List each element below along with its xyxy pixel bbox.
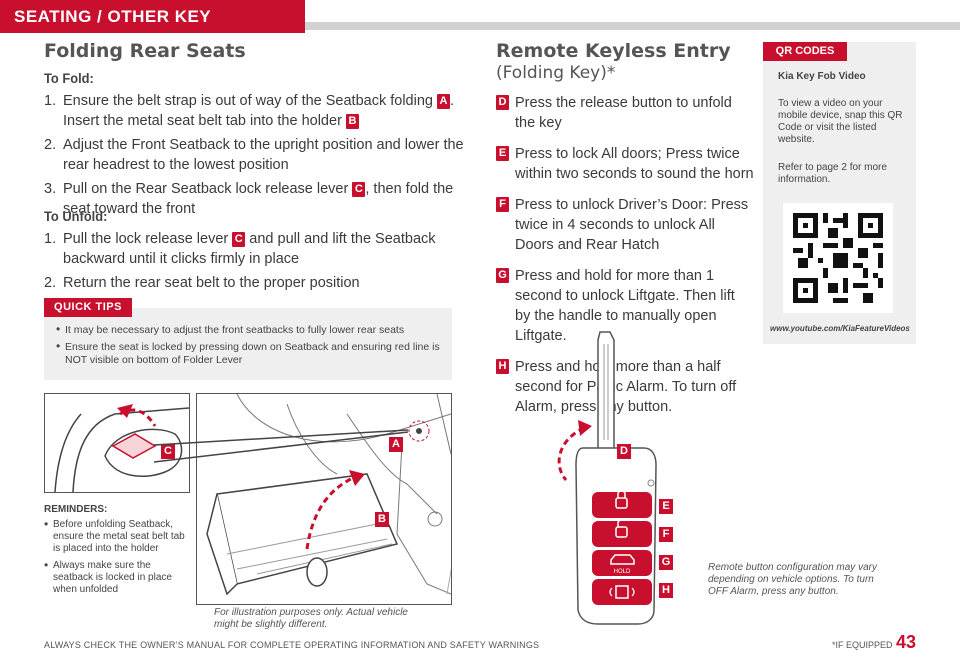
quick-tip-item: It may be necessary to adjust the front …	[56, 323, 441, 337]
key-function-item: E Press to lock All doors; Press twice w…	[496, 144, 754, 184]
section-header: SEATING / OTHER KEY FEATURES	[0, 0, 305, 59]
header-rule	[305, 22, 960, 30]
unfold-step-1: 1. Pull the lock release lever C and pul…	[44, 231, 436, 267]
key-function-item: G Press and hold for more than 1 second …	[496, 266, 754, 346]
callout-label-f: F	[659, 527, 673, 542]
qr-instructions: To view a video on your mobile device, s…	[778, 98, 903, 145]
key-functions-list: D Press the release button to unfold the…	[496, 93, 754, 428]
qr-code-image[interactable]	[783, 203, 893, 313]
qr-code-icon	[783, 203, 893, 313]
callout-label-h: H	[659, 583, 673, 598]
keyless-entry-subtitle: (Folding Key)*	[496, 63, 616, 83]
qr-refer-note: Refer to page 2 for more information.	[778, 162, 887, 185]
folding-rear-seats-title: Folding Rear Seats	[44, 40, 246, 62]
reminder-item: Always make sure the seatback is locked …	[44, 559, 189, 596]
callout-badge-c: C	[232, 232, 246, 247]
reminder-item: Before unfolding Seatback, ensure the me…	[44, 518, 189, 555]
key-function-item: D Press the release button to unfold the…	[496, 93, 754, 133]
keyless-entry-title: Remote Keyless Entry	[496, 40, 731, 62]
hold-label: HOLD	[614, 569, 631, 575]
to-fold-heading: To Fold:	[44, 70, 94, 86]
fold-step-3: 3. Pull on the Rear Seatback lock releas…	[44, 181, 454, 217]
callout-badge-c: C	[352, 182, 366, 197]
callout-label-b: B	[375, 512, 389, 527]
to-unfold-heading: To Unfold:	[44, 208, 108, 224]
badge-g: G	[496, 268, 509, 283]
badge-h: H	[496, 359, 509, 374]
qr-codes-label: QR CODES	[763, 42, 847, 61]
rear-seat-illustration	[196, 393, 460, 605]
unfold-steps: 1. Pull the lock release lever C and pul…	[44, 229, 464, 293]
key-function-item: H Press and hold more than a half second…	[496, 357, 754, 417]
rear-seat-drawing	[206, 393, 460, 596]
fold-step-2: 2. Adjust the Front Seatback to the upri…	[44, 137, 464, 173]
fold-step-1: 1. Ensure the belt strap is out of way o…	[44, 93, 455, 129]
illustration-caption: For illustration purposes only. Actual v…	[214, 607, 408, 630]
badge-e: E	[496, 146, 509, 161]
callout-label-d: D	[617, 444, 631, 459]
reminders-heading: REMINDERS:	[44, 504, 108, 515]
callout-label-a: A	[389, 437, 403, 452]
callout-badge-a: A	[437, 94, 451, 109]
qr-url: www.youtube.com/KiaFeatureVideos	[770, 324, 910, 333]
footer-if-equipped: *IF EQUIPPED	[832, 640, 893, 650]
key-fob-illustration: HOLD	[557, 331, 657, 625]
badge-f: F	[496, 197, 509, 212]
fold-steps: 1. Ensure the belt strap is out of way o…	[44, 91, 464, 219]
footer-warning: ALWAYS CHECK THE OWNER’S MANUAL FOR COMP…	[44, 640, 540, 650]
callout-label-c: C	[161, 444, 175, 459]
quick-tip-item: Ensure the seat is locked by pressing do…	[56, 340, 441, 367]
callout-label-e: E	[659, 499, 673, 514]
unfold-step-2: 2. Return the rear seat belt to the prop…	[44, 275, 360, 291]
reminders-list: Before unfolding Seatback, ensure the me…	[44, 518, 189, 601]
remote-config-caption: Remote button configuration may vary dep…	[708, 562, 877, 597]
page-number: 43	[896, 632, 917, 652]
badge-d: D	[496, 95, 509, 110]
callout-label-g: G	[659, 555, 673, 570]
lever-closeup-drawing	[54, 404, 190, 493]
quick-tips-list: It may be necessary to adjust the front …	[56, 323, 441, 371]
qr-video-title: Kia Key Fob Video	[778, 71, 866, 82]
callout-badge-b: B	[345, 114, 359, 129]
key-function-item: F Press to unlock Driver’s Door: Press t…	[496, 195, 754, 255]
lever-closeup-illustration	[44, 393, 190, 493]
quick-tips-label: QUICK TIPS	[44, 298, 132, 317]
